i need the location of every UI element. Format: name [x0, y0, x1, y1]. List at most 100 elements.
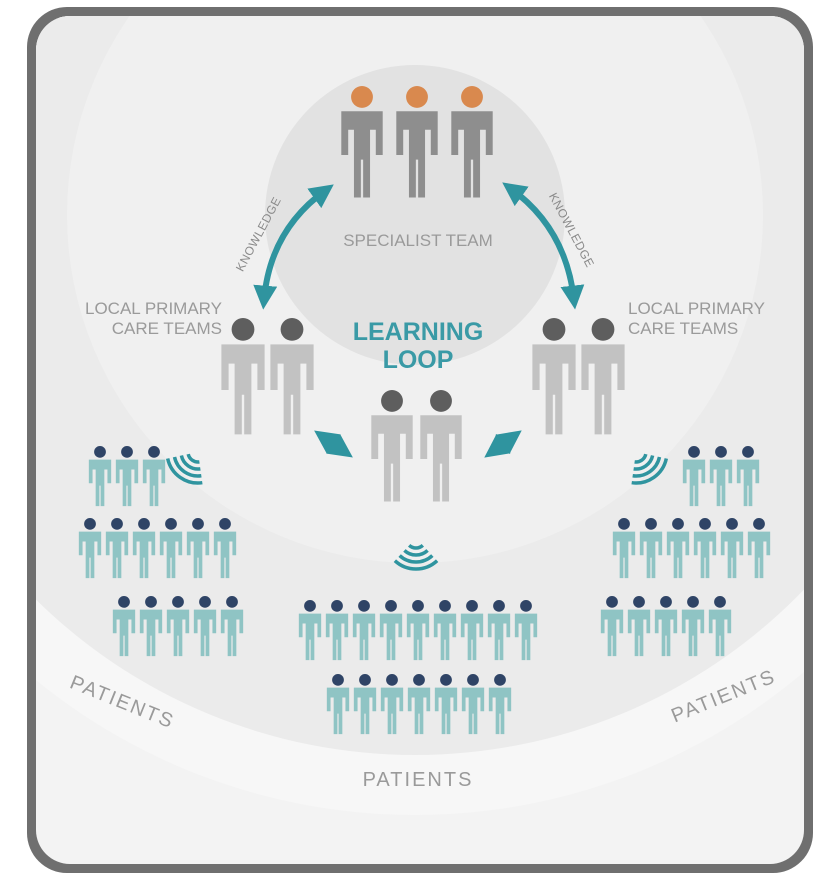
person-head-icon — [687, 596, 699, 608]
person-body-icon — [353, 687, 377, 735]
person-body-icon — [112, 609, 136, 657]
patients-right-row1 — [682, 446, 760, 507]
person-figure-icon — [720, 518, 744, 579]
person-figure-icon — [532, 318, 576, 435]
person-figure-icon — [681, 596, 705, 657]
person-head-icon — [331, 600, 343, 612]
person-head-icon — [542, 318, 566, 341]
person-head-icon — [466, 600, 478, 612]
person-body-icon — [159, 531, 183, 579]
person-figure-icon — [514, 600, 538, 661]
person-figure-icon — [488, 674, 512, 735]
person-figure-icon — [221, 318, 265, 435]
person-body-icon — [532, 344, 576, 435]
person-body-icon — [380, 687, 404, 735]
person-figure-icon — [380, 674, 404, 735]
signal-waves-layer — [165, 453, 669, 571]
person-head-icon — [121, 446, 133, 458]
person-figure-icon — [139, 596, 163, 657]
patients-right-row3 — [600, 596, 732, 657]
signal-waves-icon-right — [631, 453, 669, 485]
person-body-icon — [581, 344, 625, 435]
patients-center-row1 — [298, 600, 538, 661]
person-body-icon — [132, 531, 156, 579]
person-figure-icon — [325, 600, 349, 661]
person-head-icon — [351, 86, 373, 108]
person-body-icon — [270, 344, 314, 435]
person-body-icon — [433, 613, 457, 661]
person-head-icon — [715, 446, 727, 458]
person-figure-icon — [682, 446, 706, 507]
person-head-icon — [688, 446, 700, 458]
person-figure-icon — [407, 674, 431, 735]
person-figure-icon — [434, 674, 458, 735]
person-body-icon — [396, 111, 438, 198]
person-figure-icon — [461, 674, 485, 735]
person-figure-icon — [600, 596, 624, 657]
person-head-icon — [332, 674, 344, 686]
person-head-icon — [231, 318, 255, 341]
person-figure-icon — [326, 674, 350, 735]
person-head-icon — [440, 674, 452, 686]
person-body-icon — [139, 609, 163, 657]
person-figure-icon — [709, 446, 733, 507]
person-head-icon — [606, 596, 618, 608]
person-figure-icon — [451, 86, 493, 198]
person-body-icon — [666, 531, 690, 579]
person-figure-icon — [341, 86, 383, 198]
person-head-icon — [145, 596, 157, 608]
person-body-icon — [221, 344, 265, 435]
person-body-icon — [371, 415, 413, 502]
patients-left-row3 — [112, 596, 244, 657]
person-figure-icon — [379, 600, 403, 661]
person-figure-icon — [654, 596, 678, 657]
person-body-icon — [186, 531, 210, 579]
person-figure-icon — [142, 446, 166, 507]
person-body-icon — [654, 609, 678, 657]
person-head-icon — [618, 518, 630, 530]
person-body-icon — [105, 531, 129, 579]
person-figure-icon — [627, 596, 651, 657]
person-body-icon — [115, 459, 139, 507]
person-body-icon — [682, 459, 706, 507]
person-figure-icon — [371, 390, 413, 502]
person-head-icon — [165, 518, 177, 530]
person-figure-icon — [193, 596, 217, 657]
person-figure-icon — [298, 600, 322, 661]
person-figure-icon — [353, 674, 377, 735]
person-body-icon — [325, 613, 349, 661]
person-body-icon — [747, 531, 771, 579]
specialist-team-label: SPECIALIST TEAM — [343, 231, 493, 250]
person-figure-icon — [420, 390, 462, 502]
local-team-right-label-line2: CARE TEAMS — [628, 319, 738, 338]
person-body-icon — [709, 459, 733, 507]
person-figure-icon — [220, 596, 244, 657]
person-body-icon — [720, 531, 744, 579]
person-figure-icon — [487, 600, 511, 661]
patients-center-row2 — [326, 674, 512, 735]
patients-label-center: PATIENTS — [363, 769, 474, 791]
learning-loop-label-line2: LOOP — [383, 346, 454, 374]
person-figure-icon — [612, 518, 636, 579]
person-head-icon — [386, 674, 398, 686]
person-figure-icon — [78, 518, 102, 579]
person-head-icon — [439, 600, 451, 612]
person-body-icon — [193, 609, 217, 657]
local-team-right-group — [532, 318, 625, 435]
center-team-group — [371, 390, 462, 502]
person-figure-icon — [166, 596, 190, 657]
patients-left-row1 — [88, 446, 166, 507]
person-body-icon — [420, 415, 462, 502]
person-head-icon — [138, 518, 150, 530]
person-head-icon — [148, 446, 160, 458]
person-figure-icon — [270, 318, 314, 435]
person-head-icon — [406, 86, 428, 108]
person-head-icon — [199, 596, 211, 608]
local-team-left-label-line2: CARE TEAMS — [112, 319, 222, 338]
signal-waves-icon-center — [393, 543, 439, 571]
person-body-icon — [600, 609, 624, 657]
person-head-icon — [461, 86, 483, 108]
person-head-icon — [280, 318, 304, 341]
loop-arrow-left — [314, 430, 353, 458]
